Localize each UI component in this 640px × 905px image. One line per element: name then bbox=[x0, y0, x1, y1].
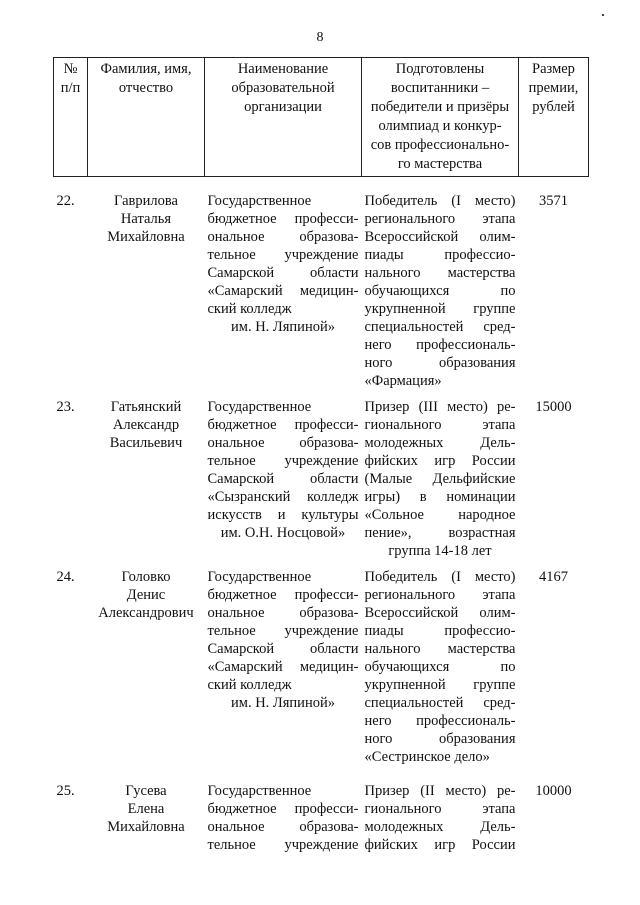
table-row: 22. Гаврилова Наталья Михайловна Государ… bbox=[54, 177, 589, 391]
full-name: Гатьянский Александр Васильевич bbox=[109, 399, 183, 451]
organization: Государственное бюджетное професси- онал… bbox=[207, 783, 359, 853]
prepared-students: Призер (II место) ре- гионального этапа … bbox=[364, 783, 516, 853]
row-number: 24. bbox=[56, 569, 75, 585]
header-full-name: Фамилия, имя, отчество bbox=[87, 57, 205, 177]
table-header-row: № п/п Фамилия, имя, отчество Наименовани… bbox=[53, 57, 589, 177]
prize-amount: 15000 bbox=[535, 399, 572, 415]
full-name: Гусева Елена Михайловна bbox=[107, 783, 185, 835]
page-number: 8 bbox=[316, 30, 324, 45]
prize-amount: 4167 bbox=[539, 569, 568, 585]
row-number: 23. bbox=[56, 399, 75, 415]
row-number: 22. bbox=[56, 193, 75, 209]
prepared-students: Победитель (I место) регионального этапа… bbox=[364, 569, 516, 765]
prize-amount: 10000 bbox=[535, 783, 572, 799]
scan-mark bbox=[602, 14, 604, 16]
header-organization: Наименование образовательной организации bbox=[204, 57, 362, 177]
organization: Государственное бюджетное професси- онал… bbox=[207, 569, 359, 711]
organization: Государственное бюджетное професси- онал… bbox=[207, 193, 359, 335]
table-row: 24. Головко Денис Александрович Государс… bbox=[54, 560, 589, 774]
full-name: Гаврилова Наталья Михайловна bbox=[107, 193, 185, 245]
table-row: 23. Гатьянский Александр Васильевич Госу… bbox=[54, 390, 589, 560]
table-row: 25. Гусева Елена Михайловна Государствен… bbox=[54, 774, 589, 862]
awards-table: № п/п Фамилия, имя, отчество Наименовани… bbox=[53, 57, 589, 862]
prize-amount: 3571 bbox=[539, 193, 568, 209]
header-number: № п/п bbox=[53, 57, 88, 177]
prepared-students: Призер (III место) ре- гионального этапа… bbox=[364, 399, 516, 559]
header-prize-amount: Размер премии, рублей bbox=[518, 57, 589, 177]
organization: Государственное бюджетное професси- онал… bbox=[207, 399, 359, 541]
prepared-students: Победитель (I место) регионального этапа… bbox=[364, 193, 516, 389]
full-name: Головко Денис Александрович bbox=[98, 569, 194, 621]
row-number: 25. bbox=[56, 783, 75, 799]
header-prepared-students: Подготовлены воспитанники – победители и… bbox=[361, 57, 519, 177]
